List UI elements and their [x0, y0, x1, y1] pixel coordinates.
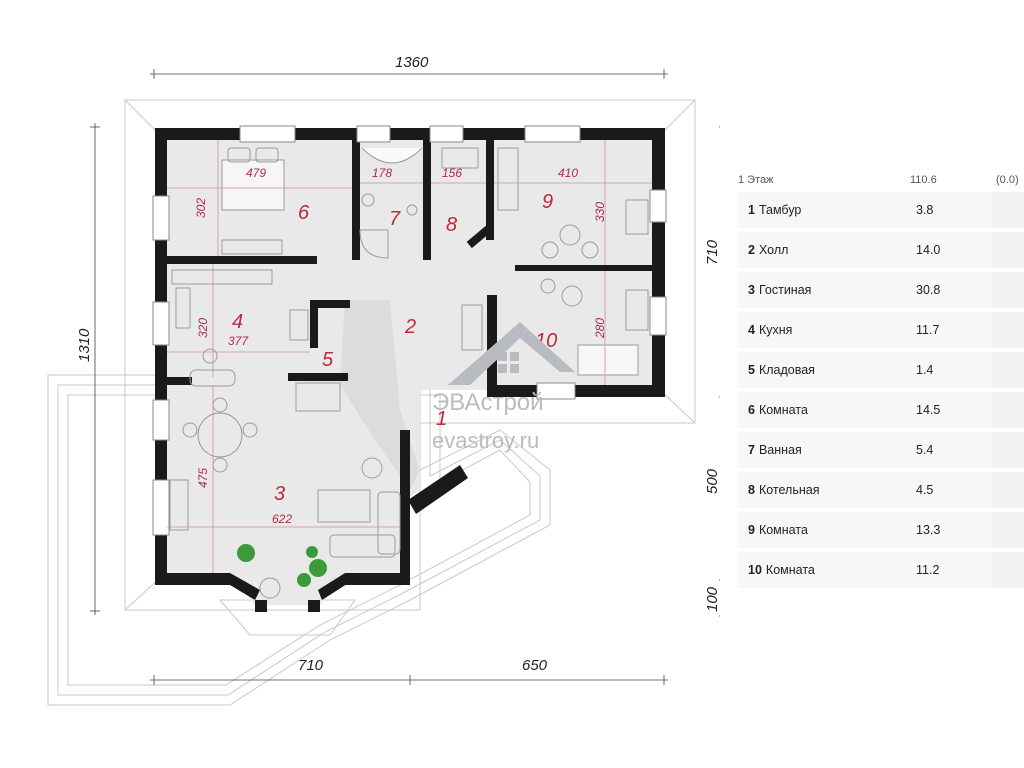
dim-room6-width: 479: [246, 166, 266, 180]
legend-blank-cell: [992, 352, 1024, 388]
legend-room-name: Комната: [758, 523, 808, 537]
watermark-url: evastroy.ru: [432, 428, 539, 453]
dim-room10-height: 280: [593, 318, 607, 339]
room-number-2: 2: [404, 316, 416, 338]
house-logo-icon: [448, 322, 575, 385]
legend-room-number: 6: [748, 403, 755, 417]
legend-room-area: 14.0: [916, 243, 941, 257]
legend-blank-cell: [992, 192, 1024, 228]
room-number-3: 3: [274, 483, 285, 505]
windows: [152, 125, 667, 536]
outer-dimension-labels: 1360 1310 710 500 100 710 650: [76, 54, 720, 674]
legend-room-name: Котельная: [758, 483, 820, 497]
room-number-7: 7: [389, 208, 401, 230]
dim-room4-height: 320: [196, 318, 210, 338]
legend-room-area: 11.2: [916, 563, 940, 577]
floor-plan: 479 302 178 156 410 330 280 320 377 475 …: [47, 54, 720, 706]
legend-room-name: Тамбур: [758, 203, 802, 217]
walls: [155, 128, 665, 612]
dim-right-top: 710: [704, 239, 720, 265]
legend-room-name: Кладовая: [758, 363, 815, 377]
legend-room-name: Комната: [758, 403, 808, 417]
legend-room-number: 2: [748, 243, 755, 257]
legend-room-area: 11.7: [916, 323, 940, 337]
legend-room-number: 7: [748, 443, 755, 457]
legend-floor-label: 1 Этаж: [738, 174, 774, 186]
dim-room9-width: 410: [558, 166, 578, 180]
watermark-logo: ЭВАстрой evastroy.ru: [432, 322, 575, 453]
dim-room7-width: 178: [372, 166, 392, 180]
legend-room-name: Гостиная: [758, 283, 812, 297]
legend-blank-cell: [992, 512, 1024, 548]
room-number-4: 4: [232, 311, 243, 333]
floor-plan-drawing: 479 302 178 156 410 330 280 320 377 475 …: [47, 54, 720, 706]
legend-room-name: Кухня: [758, 323, 793, 337]
dim-room3-height: 475: [196, 468, 210, 488]
legend-blank-cell: [992, 232, 1024, 268]
legend-blank-cell: [992, 552, 1024, 588]
legend-room-name: Ванная: [758, 443, 802, 457]
dim-bottom-left: 710: [298, 657, 324, 674]
legend-extra-area: (0.0): [996, 174, 1019, 186]
legend-total-area: 110.6: [910, 174, 937, 186]
legend-room-number: 10: [748, 563, 762, 577]
dim-top-total: 1360: [395, 54, 429, 71]
legend-room-area: 14.5: [916, 403, 941, 417]
dim-right-bottom: 100: [704, 586, 720, 612]
watermark-brand: ЭВАстрой: [432, 389, 544, 416]
legend-room-number: 1: [748, 203, 755, 217]
dim-bottom-right: 650: [522, 657, 548, 674]
room-number-6: 6: [298, 202, 310, 224]
legend-room-area: 30.8: [916, 283, 941, 297]
dim-room8-width: 156: [442, 166, 462, 180]
plant-decorations: [237, 544, 327, 587]
dim-left-total: 1310: [76, 328, 93, 362]
room-number-1: 1: [436, 408, 447, 430]
legend-room-number: 9: [748, 523, 755, 537]
legend-blank-cell: [992, 432, 1024, 468]
legend-blank-cell: [992, 312, 1024, 348]
legend-room-number: 5: [748, 363, 755, 377]
furniture: [169, 147, 649, 599]
dim-room9-height: 330: [593, 202, 607, 222]
legend-room-area: 1.4: [916, 363, 934, 377]
legend-blank-cell: [992, 392, 1024, 428]
dim-room4-width: 377: [228, 334, 249, 348]
dim-room3-width: 622: [272, 512, 292, 526]
legend-room-area: 13.3: [916, 523, 941, 537]
legend-room-number: 3: [748, 283, 755, 297]
inner-dimension-labels: 479 302 178 156 410 330 280 320 377 475 …: [194, 166, 607, 526]
legend-blank-cell: [992, 472, 1024, 508]
legend-room-name: Комната: [765, 563, 815, 577]
room-number-8: 8: [446, 214, 457, 236]
dim-room6-height: 302: [194, 198, 208, 218]
dim-right-middle: 500: [704, 468, 720, 494]
inner-dimension-lines: [167, 140, 652, 573]
legend-room-area: 5.4: [916, 443, 934, 457]
legend-blank-cell: [992, 272, 1024, 308]
legend-room-area: 4.5: [916, 483, 934, 497]
outer-dimension-lines: [90, 69, 720, 685]
legend-room-number: 4: [748, 323, 755, 337]
room-number-5: 5: [322, 349, 334, 371]
room-number-9: 9: [542, 191, 553, 213]
legend-header: 1 Этаж 110.6 (0.0): [738, 168, 1024, 192]
legend-room-area: 3.8: [916, 203, 934, 217]
legend-room-number: 8: [748, 483, 755, 497]
legend-room-name: Холл: [758, 243, 789, 257]
